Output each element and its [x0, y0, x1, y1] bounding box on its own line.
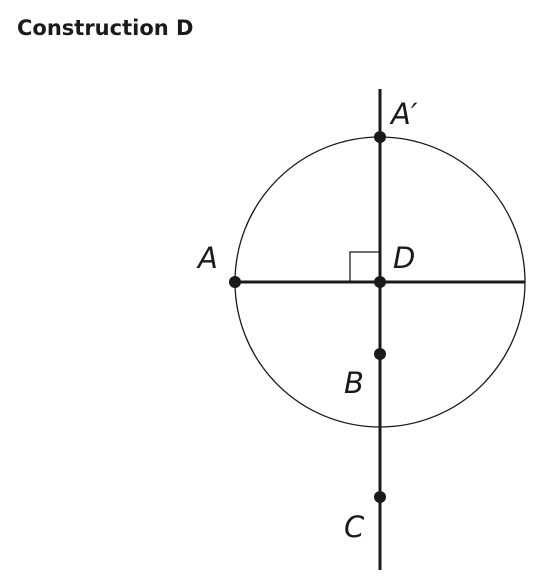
point-c: [374, 491, 386, 503]
label-a-prime: A′: [389, 97, 418, 131]
point-b: [374, 348, 386, 360]
point-d: [374, 276, 386, 288]
label-b: B: [344, 366, 364, 400]
figure-title: Construction D: [17, 16, 194, 40]
point-a-prime: [374, 131, 386, 143]
label-a: A: [196, 241, 218, 275]
label-c: C: [344, 510, 365, 544]
right-angle-marker: [349, 251, 380, 282]
label-d: D: [393, 241, 415, 275]
point-a: [229, 276, 241, 288]
